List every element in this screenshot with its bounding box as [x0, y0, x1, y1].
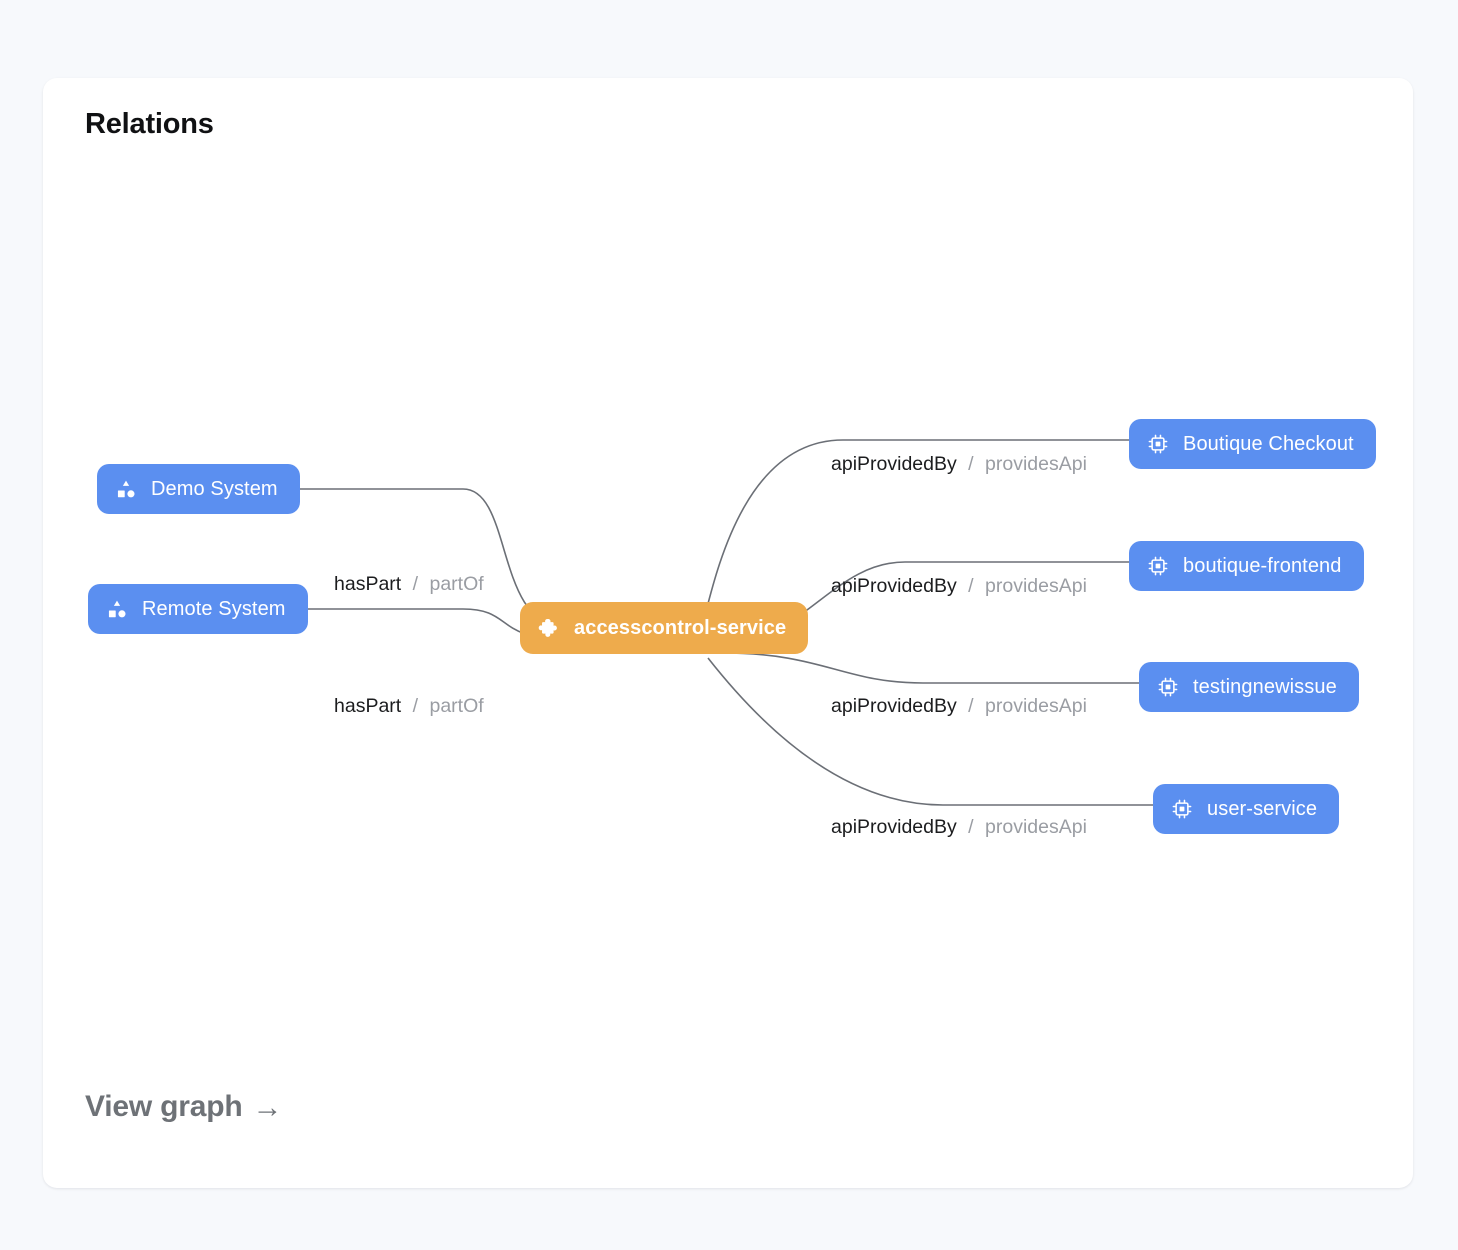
edge-label-reverse: partOf [429, 573, 484, 595]
node-demo-system[interactable]: Demo System [97, 464, 300, 514]
view-graph-label: View graph [85, 1090, 243, 1123]
node-remote-system[interactable]: Remote System [88, 584, 308, 634]
shapes-icon [106, 598, 128, 620]
node-label: Remote System [142, 597, 286, 620]
edge-label-boutique-checkout: apiProvidedBy / providesApi [831, 453, 1087, 475]
edge-label-forward: apiProvidedBy [831, 695, 957, 717]
node-label: testingnewissue [1193, 675, 1337, 698]
edge-label-boutique-frontend: apiProvidedBy / providesApi [831, 575, 1087, 597]
edge-label-forward: apiProvidedBy [831, 816, 957, 838]
chip-icon [1147, 555, 1169, 577]
node-testingnewissue[interactable]: testingnewissue [1139, 662, 1359, 712]
node-boutique-frontend[interactable]: boutique-frontend [1129, 541, 1364, 591]
relations-graph: Demo System Remote System [43, 78, 1413, 1188]
arrow-right-icon: → [252, 1091, 283, 1124]
edge-label-reverse: providesApi [985, 695, 1087, 717]
edge-label-forward: apiProvidedBy [831, 575, 957, 597]
edge-label-forward: apiProvidedBy [831, 453, 957, 475]
edge-label-separator: / [412, 573, 419, 595]
edge-label-forward: hasPart [334, 573, 402, 595]
node-label: accesscontrol-service [574, 616, 787, 639]
edge-label-separator: / [968, 816, 974, 838]
shapes-icon [115, 478, 137, 500]
node-label: user-service [1207, 797, 1318, 820]
edge-label-separator: / [968, 695, 974, 717]
page-title: Relations [85, 108, 214, 140]
edge-testingnewissue [722, 652, 1139, 684]
relations-card: Relations [43, 78, 1413, 1188]
chip-icon [1171, 798, 1193, 820]
edge-label-separator: / [968, 453, 974, 475]
node-user-service[interactable]: user-service [1153, 784, 1340, 834]
chip-icon [1147, 433, 1169, 455]
edge-label-separator: / [968, 575, 974, 597]
edge-label-reverse: providesApi [985, 816, 1087, 838]
edge-label-separator: / [412, 695, 419, 717]
edge-label-forward: hasPart [334, 695, 402, 717]
edge-label-reverse: providesApi [985, 453, 1087, 475]
edge-label-user-service: apiProvidedBy / providesApi [831, 816, 1087, 838]
edge-user-service [707, 657, 1153, 806]
puzzle-piece-icon [538, 617, 560, 639]
node-label: boutique-frontend [1183, 554, 1342, 577]
chip-icon [1157, 676, 1179, 698]
node-label: Boutique Checkout [1183, 432, 1354, 455]
node-accesscontrol-service[interactable]: accesscontrol-service [520, 602, 809, 654]
edge-label-remote-system: hasPart / partOf [334, 695, 484, 717]
edge-label-reverse: providesApi [985, 575, 1087, 597]
edge-label-testingnewissue: apiProvidedBy / providesApi [831, 695, 1087, 717]
edge-label-reverse: partOf [429, 695, 484, 717]
node-label: Demo System [151, 477, 278, 500]
edge-boutique-checkout [702, 439, 1129, 624]
node-boutique-checkout[interactable]: Boutique Checkout [1129, 419, 1376, 469]
edge-label-demo-system: hasPart / partOf [334, 573, 484, 595]
view-graph-link[interactable]: View graph → [85, 1090, 283, 1124]
